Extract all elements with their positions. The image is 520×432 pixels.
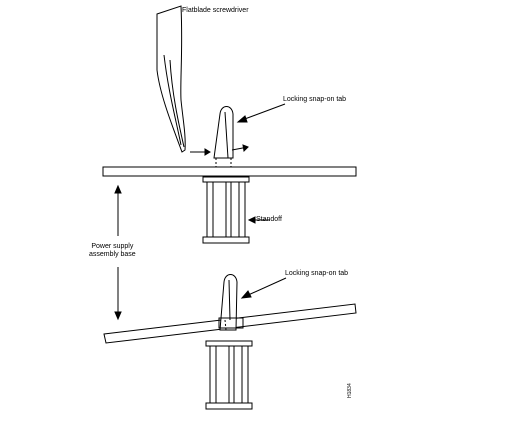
push-arrow-right — [231, 144, 249, 153]
base-label-line2: assembly base — [89, 251, 136, 258]
locking-tab-bottom — [218, 274, 244, 331]
flatblade-screwdriver — [156, 5, 186, 153]
push-arrow-left — [190, 148, 211, 156]
standoff-leader-arrow — [247, 216, 270, 224]
base-label-line1: Power supply — [91, 243, 134, 250]
figure-id: H1834 — [347, 383, 353, 398]
screwdriver-label: Flatblade screwdriver — [182, 7, 249, 14]
standoff-bottom — [205, 340, 253, 410]
base-dimension-arrow — [114, 184, 122, 321]
standoff-top — [202, 176, 250, 244]
standoff-label: Standoff — [256, 216, 282, 223]
base-plate-top — [102, 166, 357, 177]
tab-bottom-leader-arrow — [240, 277, 287, 299]
tab-top-leader-arrow — [236, 103, 286, 123]
base-label: Power supply assembly base — [89, 243, 136, 259]
locking-tab-top-label: Locking snap-on tab — [283, 96, 347, 103]
locking-tab-bottom-label: Locking snap-on tab — [285, 270, 349, 277]
